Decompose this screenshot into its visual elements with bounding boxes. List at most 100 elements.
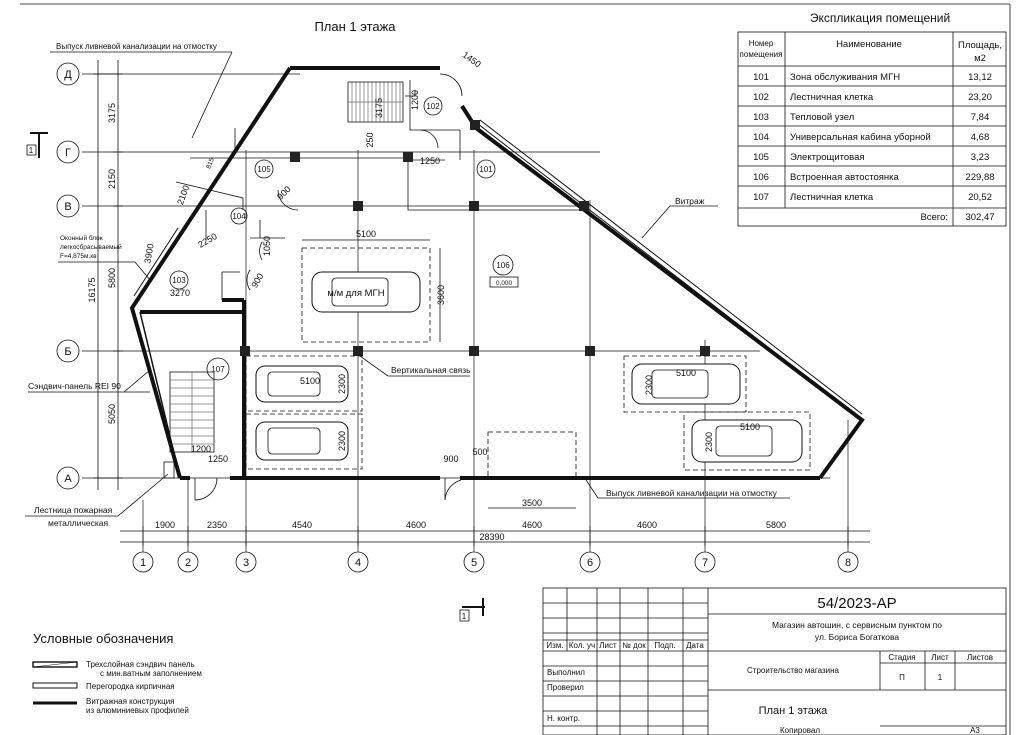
bottom-dimensions: 1900 2350 4540 4600 4600 4600 5800 28390 — [120, 520, 870, 546]
stamp-project: Магазин автошин, с сервисным пунктом по — [772, 620, 942, 630]
dim-car-3-w: 2300 — [644, 375, 654, 395]
stamp-header-kol: Кол. уч — [569, 641, 595, 650]
window-block-label-1: Оконный блок — [60, 234, 103, 242]
axis-7: 7 — [702, 557, 708, 569]
dim-250: 250 — [365, 132, 375, 147]
legend-item-3-line-1: Витражная конструкция — [86, 697, 175, 706]
room-104: 104 — [232, 212, 246, 221]
axis-A: А — [64, 473, 72, 485]
annotations: Выпуск ливневой канализации на отмостку … — [25, 42, 790, 528]
sandwich-label: Сэндвич-панель REI 90 — [28, 381, 121, 391]
section-label-left: 1 — [29, 146, 34, 155]
row-106-name: Встроенная автостоянка — [790, 172, 900, 183]
legend-item-1-line-1: Трехслойная сэндвич панель — [86, 660, 195, 669]
dim-1200: 1200 — [410, 90, 420, 110]
letter-axis-markers: Д Г В Б А — [56, 62, 80, 490]
row-104-area: 4,68 — [971, 132, 990, 143]
fire-ladder-symbol — [163, 461, 175, 479]
dim-1250b: 1250 — [208, 454, 228, 464]
row-102-name: Лестничная клетка — [790, 92, 874, 103]
dim-500: 500 — [472, 447, 487, 457]
section-mark-bottom: 1 — [459, 598, 485, 622]
legend-title: Условные обозначения — [33, 631, 173, 646]
row-106-area: 229,88 — [965, 172, 994, 183]
axis-B: Б — [64, 346, 71, 358]
legend-swatch-brick — [32, 682, 78, 689]
row-101-number: 101 — [753, 72, 769, 83]
dim-left-total: 16175 — [87, 277, 97, 302]
row-101-area: 13,12 — [968, 72, 992, 83]
room-labels: 102 101 105 104 103 107 106 0,000 — [169, 96, 519, 381]
stamp-format: А3 — [970, 726, 980, 735]
building-outline — [129, 66, 865, 480]
row-107-name: Лестничная клетка — [790, 192, 874, 203]
row-105-name: Электрощитовая — [790, 152, 865, 163]
legend: Условные обозначения Трехслойная сэндвич… — [32, 631, 202, 715]
axis-V: В — [64, 201, 71, 213]
legend-item-1-line-2: с мин.ватным заполнением — [100, 669, 202, 678]
window-block-label-3: F=4,875м.кв — [60, 253, 97, 260]
drain-bottom-label: Выпуск ливневой канализации на отмостку — [606, 488, 778, 498]
row-103-number: 103 — [753, 112, 769, 123]
dim-car-4: 5100 — [740, 422, 760, 432]
dim-3500: 3500 — [522, 498, 542, 508]
room-102: 102 — [426, 102, 440, 111]
left-dimensions: 3175 2150 5800 5050 16175 — [87, 60, 123, 490]
stamp-address: ул. Бориса Богаткова — [815, 632, 899, 642]
dim-1050: 1050 — [262, 236, 272, 256]
row-104-name: Универсальная кабина уборной — [790, 132, 931, 143]
axis-G: Г — [65, 147, 71, 159]
fire-stair-label-2: металлическая — [48, 518, 109, 528]
explication-header-name: Наименование — [836, 39, 902, 50]
axis-3: 3 — [243, 557, 249, 569]
axis-4: 4 — [355, 557, 361, 569]
stamp-sheet-title: План 1 этажа — [759, 705, 829, 717]
row-102-number: 102 — [753, 92, 769, 103]
dim-bottom-total: 28390 — [479, 532, 504, 542]
title-block: 54/2023-АР Магазин автошин, с сервисным … — [542, 587, 1007, 735]
dim-1250: 1250 — [420, 156, 440, 166]
row-106-number: 106 — [753, 172, 769, 183]
stamp-header-list: Лист — [599, 641, 617, 650]
plan-title: План 1 этажа — [314, 19, 396, 34]
row-102-area: 23,20 — [968, 92, 992, 103]
row-107-area: 20,52 — [968, 192, 992, 203]
explication-table: Экспликация помещений Номер помещения На… — [737, 11, 1007, 227]
section-label-bottom: 1 — [462, 612, 467, 621]
fire-stair-label-1: Лестница пожарная — [34, 505, 113, 515]
stamp-sheet-label: Лист — [931, 653, 949, 662]
dim-car-1: 5100 — [300, 376, 320, 386]
dim-left-2: 2150 — [107, 169, 117, 189]
dim-left-3: 5800 — [107, 268, 117, 288]
dim-3175b: 3175 — [374, 98, 384, 118]
room-107: 107 — [211, 365, 225, 374]
axis-1: 1 — [140, 557, 146, 569]
row-107-number: 107 — [753, 192, 769, 203]
stamp-sheets-label: Листов — [967, 653, 993, 662]
dim-3600: 3600 — [436, 285, 446, 305]
stamp-sheet: 1 — [938, 673, 943, 682]
stair-107 — [169, 371, 215, 453]
stamp-header-date: Дата — [686, 641, 704, 650]
explication-header-area-1: Площадь, — [958, 40, 1002, 51]
vitrage-label: Витраж — [675, 196, 705, 206]
stamp-header-sign: Подп. — [654, 641, 675, 650]
stamp-code: 54/2023-АР — [817, 595, 896, 612]
room-105: 105 — [257, 165, 271, 174]
total-label: Всего: — [920, 212, 948, 223]
dim-car-1-w: 2300 — [337, 374, 347, 394]
parking-area: м/м для МГН 5100 3600 5100 2300 2300 350… — [245, 229, 811, 509]
vertical-link-label: Вертикальная связь — [391, 365, 471, 375]
dim-bottom-5: 4600 — [522, 520, 542, 530]
room-106: 106 — [496, 261, 510, 270]
explication-header-number-2: помещения — [740, 50, 783, 59]
stamp-copied: Копировал — [780, 726, 820, 735]
stamp-stage: П — [899, 673, 905, 682]
dim-bottom-7: 5800 — [766, 520, 786, 530]
dim-left-1: 3175 — [107, 103, 117, 123]
level-mark: 0,000 — [496, 280, 513, 287]
dim-car-4-w: 2300 — [704, 432, 714, 452]
doors — [194, 73, 463, 501]
row-103-area: 7,84 — [971, 112, 990, 123]
